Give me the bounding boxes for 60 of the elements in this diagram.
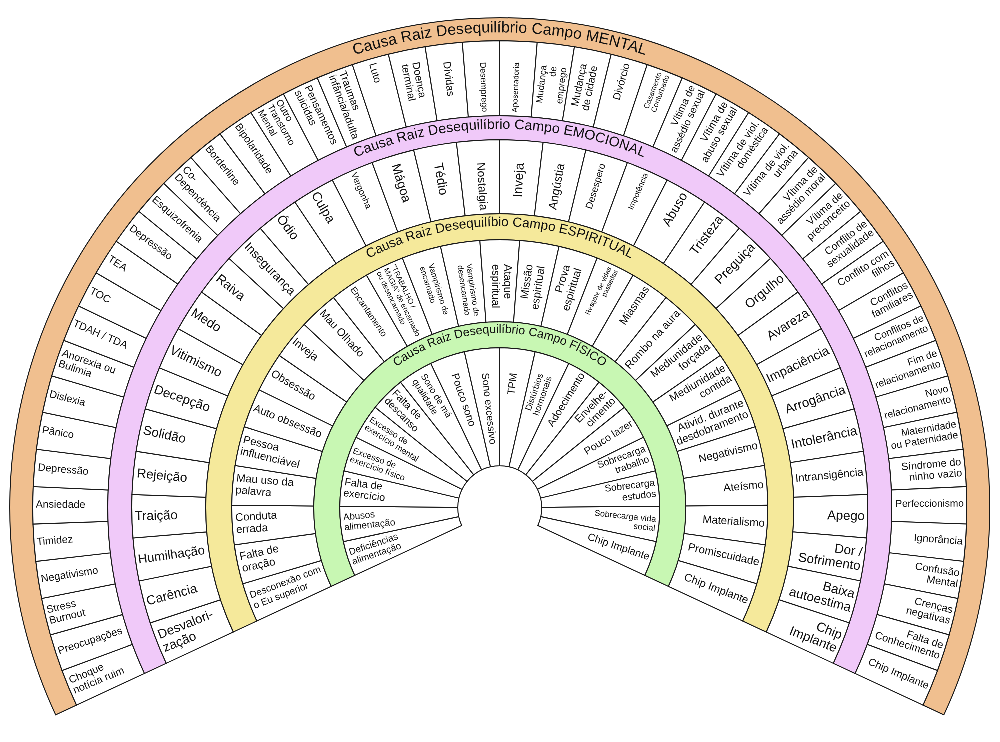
segment-label: Doença terminal <box>398 61 428 104</box>
segment-label: Angústia <box>546 162 568 212</box>
segment-label: Abusos alimentação <box>342 508 397 534</box>
segment-label: Mudança de cidade <box>570 62 602 114</box>
segment-label: TOC <box>87 286 113 307</box>
ring-segment <box>35 411 118 460</box>
segment-label: TPM <box>506 372 521 396</box>
segment-label: Timidez <box>36 534 75 548</box>
segment-label: Prova espiritual <box>552 264 586 314</box>
segment-label: Negativismo <box>40 565 100 586</box>
segment-label: Ignorância <box>912 533 964 548</box>
segment-label: Mágoa <box>388 162 414 206</box>
segment-label: Missão espiritual <box>518 263 548 312</box>
segment-label: Humilhação <box>138 542 207 566</box>
segment-label: Rejeição <box>136 466 189 486</box>
segment-label: Intolerância <box>788 424 858 452</box>
segment-label: Depressão <box>37 462 90 478</box>
segment-label: Falta de oração <box>238 544 281 575</box>
ring-band <box>9 17 991 717</box>
segment-label: Dislexia <box>48 389 88 410</box>
segment-label: Falta de exercício <box>342 478 386 506</box>
segment-label: Pânico <box>41 426 76 442</box>
segment-label: Solidão <box>142 424 188 447</box>
segment-label: Desemprego <box>477 62 489 114</box>
ring-segment <box>789 450 869 499</box>
segment-label: TEA <box>106 254 130 275</box>
band-title: Causa Raiz Desequilíbrio Campo MENTAL <box>350 20 650 60</box>
segment-label: Materialismo <box>701 515 765 532</box>
segment-label: Ataque espiritual <box>488 264 512 309</box>
segment-label: Perfeccionismo <box>894 500 964 512</box>
segment-label: Sobrecarga estudos <box>604 478 658 506</box>
segment-label: Nostalgia <box>473 162 489 212</box>
segment-label: Sobrecarga vida social <box>594 508 658 534</box>
segment-label: Dor / Sofrimento <box>796 540 864 574</box>
ring-segment <box>682 464 769 508</box>
segment-label: Ansiedade <box>36 500 87 512</box>
segment-label: Traição <box>134 508 180 524</box>
segment-label: Stress Burnout <box>46 596 88 628</box>
segment-label: Síndrome do ninho vazio <box>900 457 964 485</box>
segment-label: Maternidade ou Paternidade <box>890 420 960 454</box>
ring-segment <box>32 485 110 526</box>
segment-label: Carência <box>145 581 200 608</box>
segment-label: TDAH / TDA <box>72 319 130 352</box>
segment-label: Tédio <box>431 162 452 198</box>
segment-label: Crenças negativas <box>904 594 954 628</box>
segment-label: Conduta errada <box>234 510 278 537</box>
segment-label: Divórcio <box>612 62 634 103</box>
segment-label: Mudança de emprego <box>534 64 568 107</box>
segment-label: Inveja <box>511 162 528 200</box>
segment-label: Dívidas <box>440 62 456 99</box>
segment-label: Ateísmo <box>722 480 765 496</box>
segment-label: Sono excessivo <box>479 372 498 446</box>
segment-label: Luto <box>366 62 383 86</box>
segment-label: Confusão Mental <box>913 561 960 591</box>
segment-label: Mau uso da palavra <box>234 474 295 502</box>
segment-label: Apego <box>826 508 866 524</box>
ring-segment <box>32 520 112 563</box>
segment-label: Intransigência <box>794 467 864 486</box>
ring-segment <box>231 504 317 547</box>
segment-label: Vampirismo de desencarnado <box>455 264 480 320</box>
